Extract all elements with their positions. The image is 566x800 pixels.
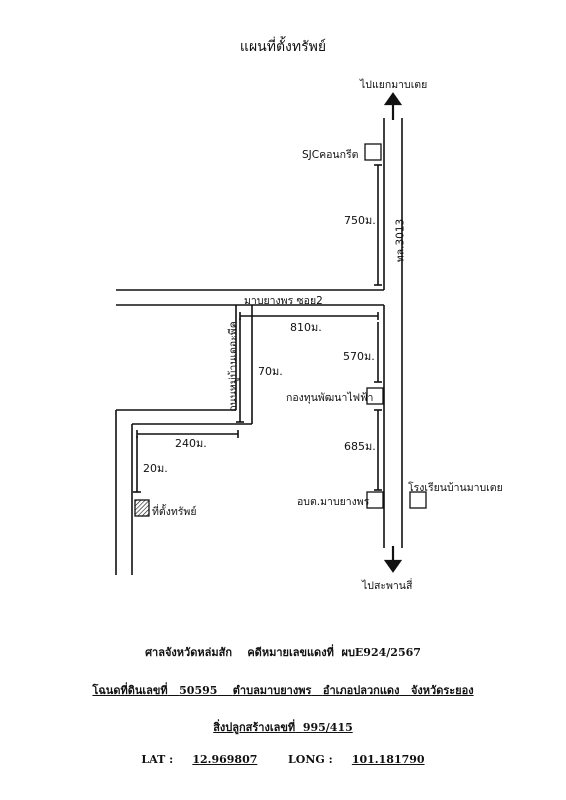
subdistrict: ตำบลมาบยางพร <box>232 684 312 697</box>
village-road-label: ถนนหมู่บ้านเดอะพีค <box>227 321 240 412</box>
south-direction-label: ไปสะพานสี่ <box>362 580 413 592</box>
obt-box <box>366 491 384 509</box>
distance-240: 240ม. <box>175 437 207 450</box>
distance-20: 20ม. <box>143 462 168 475</box>
footer-coordinates-line: LAT : 12.969807 LONG : 101.181790 <box>0 753 566 766</box>
distance-570: 570ม. <box>343 350 375 363</box>
property-label: ที่ตั้งทรัพย์ <box>152 506 197 518</box>
school-label: โรงเรียนบ้านมาบเตย <box>408 482 503 494</box>
long-value: 101.181790 <box>351 753 425 766</box>
province: จังหวัดระยอง <box>410 684 474 697</box>
building-number: 995/415 <box>302 721 353 734</box>
deed-label: โฉนดที่ดินเลขที่ <box>92 684 168 697</box>
building-label: สิ่งปลูกสร้างเลขที่ <box>213 721 296 734</box>
highway-label: ทล.3013 <box>394 218 407 263</box>
distance-70: 70ม. <box>258 365 283 378</box>
deed-number: 50595 <box>179 684 218 697</box>
distance-685: 685ม. <box>344 440 376 453</box>
footer-court-line: ศาลจังหวัดหล่มสัก คดีหมายเลขแดงที่ ผบE92… <box>0 643 566 661</box>
fund-label: กองทุนพัฒนาไฟฟ้า <box>286 392 374 404</box>
property-marker <box>134 499 150 517</box>
distance-810: 810ม. <box>290 321 322 334</box>
map-title: แผนที่ตั้งทรัพย์ <box>239 39 327 55</box>
case-number: ผบE924/2567 <box>341 646 421 659</box>
sjc-label: SJCคอนกรีต <box>302 149 359 161</box>
long-label: LONG : <box>288 753 333 766</box>
school-box <box>409 491 427 509</box>
footer-building-line: สิ่งปลูกสร้างเลขที่ 995/415 <box>0 718 566 736</box>
fund-box <box>366 387 384 405</box>
distance-750: 750ม. <box>344 214 376 227</box>
soi-label: มาบยางพร ซอย2 <box>244 295 323 307</box>
north-direction-label: ไปแยกมาบเตย <box>360 79 428 91</box>
sjc-box <box>364 143 382 161</box>
obt-label: อบต.มาบยางพร <box>297 496 370 508</box>
lat-label: LAT : <box>141 753 174 766</box>
lat-value: 12.969807 <box>192 753 258 766</box>
court-name: ศาลจังหวัดหล่มสัก <box>145 646 232 659</box>
footer-deed-line: โฉนดที่ดินเลขที่ 50595 ตำบลมาบยางพร อำเภ… <box>0 681 566 699</box>
district: อำเภอปลวกแดง <box>322 684 400 697</box>
case-label: คดีหมายเลขแดงที่ <box>247 646 334 659</box>
